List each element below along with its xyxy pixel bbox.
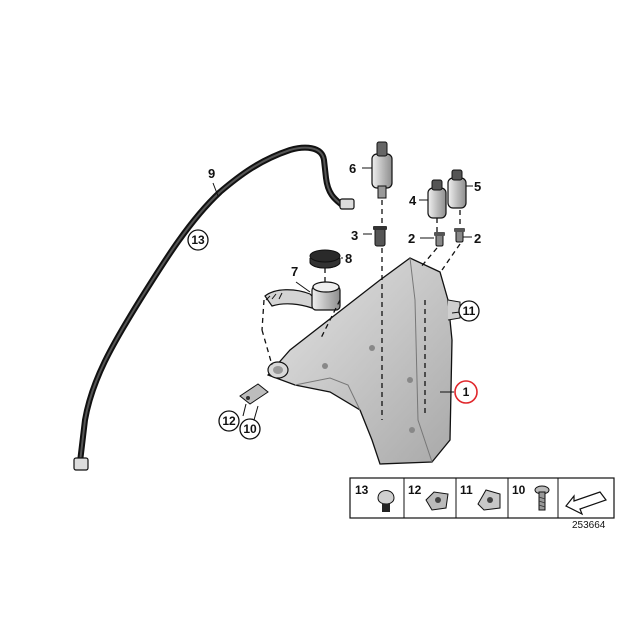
filler-neck	[264, 281, 341, 311]
grommet-2-left	[434, 232, 445, 247]
svg-text:1: 1	[463, 385, 470, 399]
legend-label-13: 13	[355, 483, 369, 497]
washer-pump-6	[371, 141, 393, 199]
callout-4: 4	[409, 193, 417, 208]
orientation-arrow-icon	[565, 491, 607, 516]
svg-text:11: 11	[463, 304, 476, 318]
spire-nut-icon	[477, 489, 501, 511]
callout-7: 7	[291, 264, 298, 279]
callout-3: 3	[351, 228, 358, 243]
callout-12-circle: 12	[218, 410, 240, 432]
washer-hose	[73, 144, 355, 471]
callout-13-circle: 13	[187, 229, 209, 251]
callout-10-circle: 10	[239, 418, 261, 440]
filler-cap	[309, 249, 341, 269]
leader-lines	[212, 167, 473, 421]
callout-1-circle: 1	[454, 380, 478, 404]
washer-fluid-reservoir	[239, 257, 461, 465]
svg-text:13: 13	[191, 233, 205, 247]
callout-2-right: 2	[474, 231, 481, 246]
callout-6: 6	[349, 161, 356, 176]
callout-5: 5	[474, 179, 481, 194]
legend-label-12: 12	[408, 483, 422, 497]
callout-2-left: 2	[408, 231, 415, 246]
svg-text:10: 10	[243, 422, 257, 436]
callout-11-circle: 11	[458, 300, 480, 322]
legend-label-11: 11	[460, 483, 473, 497]
grommet-2-right	[454, 228, 465, 243]
reference-number: 253664	[572, 520, 606, 531]
screw-icon	[534, 485, 550, 511]
washer-pump-5	[447, 169, 467, 209]
legend-label-10: 10	[512, 483, 526, 497]
hose-clip-icon	[377, 490, 395, 512]
fastener-legend: 13 12 11 10	[349, 477, 615, 519]
clip-nut-icon	[425, 491, 449, 511]
assembly-lines	[261, 200, 461, 420]
svg-text:12: 12	[222, 414, 236, 428]
callout-9: 9	[208, 166, 215, 181]
grommet-3	[373, 226, 387, 247]
callout-8: 8	[345, 251, 352, 266]
washer-pump-4	[427, 179, 447, 219]
